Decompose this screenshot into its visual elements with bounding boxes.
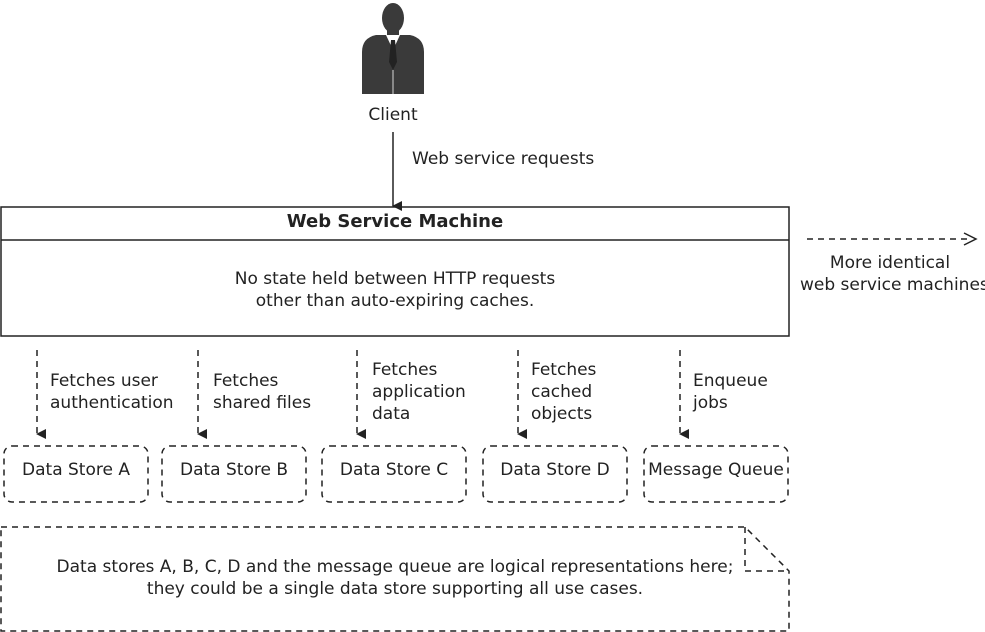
- data-store-d-action-line-1: Fetches: [531, 360, 597, 380]
- machine-description-line-2: other than auto-expiring caches.: [255, 291, 535, 311]
- client-label: Client: [368, 105, 418, 125]
- data-store-a-action-line-2: authentication: [50, 393, 174, 413]
- person-in-suit-icon: [362, 3, 424, 94]
- note-line-1: Data stores A, B, C, D and the message q…: [56, 557, 734, 577]
- web-service-machine-box: [0, 206, 790, 337]
- data-store-c-action-line-2: application: [372, 382, 466, 402]
- machine-title: Web Service Machine: [286, 211, 504, 232]
- data-store-c-action-line-3: data: [372, 404, 411, 424]
- data-store-c-box: [321, 445, 467, 503]
- data-store-a-action-line-1: Fetches user: [50, 371, 158, 391]
- message-queue-action-line-1: Enqueue: [693, 371, 768, 391]
- data-store-b-label: Data Store B: [180, 460, 288, 480]
- data-store-a-box: [3, 445, 149, 503]
- data-store-c-action-line-1: Fetches: [372, 360, 438, 380]
- data-store-d-action-line-3: objects: [531, 404, 593, 424]
- data-store-b-action-line-1: Fetches: [213, 371, 279, 391]
- data-store-b-action-line-2: shared files: [213, 393, 312, 413]
- scale-out-label-line-2: web service machines: [800, 275, 985, 295]
- machine-description-line-1: No state held between HTTP requests: [234, 269, 556, 289]
- message-queue-action-line-2: jobs: [693, 393, 728, 413]
- data-store-d-action-line-2: cached: [531, 382, 593, 402]
- scale-out-label-line-1: More identical: [829, 253, 951, 273]
- note-shape: [0, 526, 790, 632]
- store-boxes: [3, 445, 789, 503]
- note-line-2: they could be a single data store suppor…: [146, 579, 644, 599]
- message-queue-box: [643, 445, 789, 503]
- data-store-b-box: [161, 445, 307, 503]
- request-label: Web service requests: [412, 149, 595, 169]
- store-arrows: [36, 350, 689, 439]
- scale-out-arrowhead: [963, 232, 978, 246]
- data-store-c-label: Data Store C: [339, 460, 449, 480]
- data-store-d-box: [482, 445, 628, 503]
- data-store-a-label: Data Store A: [22, 460, 130, 480]
- data-store-d-label: Data Store D: [500, 460, 610, 480]
- message-queue-label: Message Queue: [648, 460, 784, 480]
